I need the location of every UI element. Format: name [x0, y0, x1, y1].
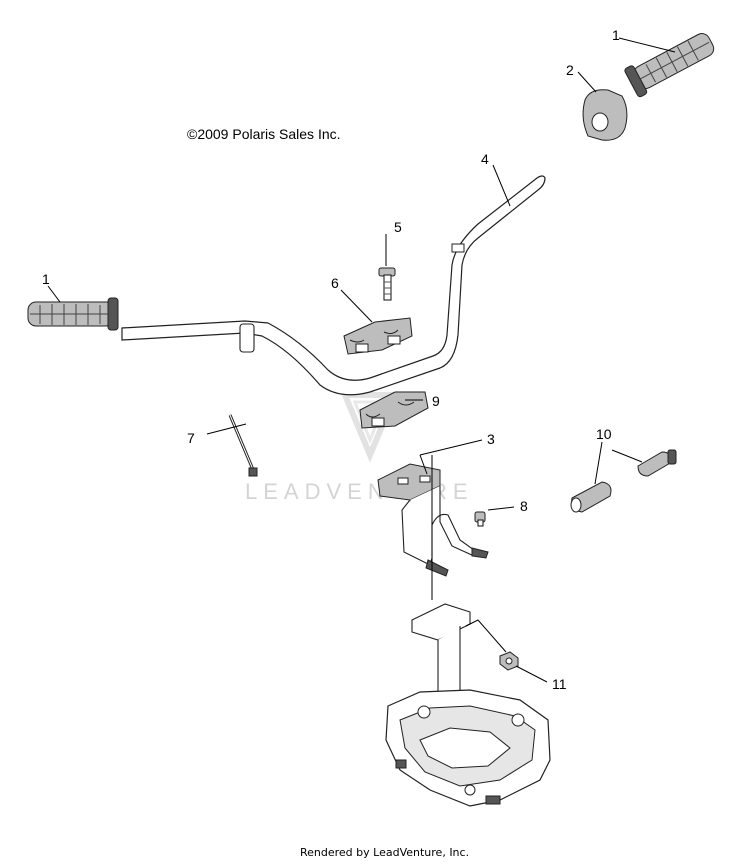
callout-5: 5	[394, 219, 402, 235]
callout-2: 2	[566, 62, 574, 78]
callout-11: 11	[552, 676, 567, 692]
callout-10: 10	[596, 426, 612, 442]
handlebar-mount-bracket-icon	[377, 463, 489, 577]
bolt-icon	[378, 267, 396, 301]
handlebar-tube-icon	[121, 175, 546, 396]
callout-7: 7	[187, 430, 195, 446]
handlebar-grip-right-icon	[624, 33, 715, 98]
leader-lines	[47, 37, 676, 683]
callout-3: 3	[487, 431, 495, 447]
throttle-sleeve-icon	[570, 449, 677, 513]
callout-1-left: 1	[42, 271, 50, 287]
handlebar-grip-left-icon	[27, 297, 119, 331]
lower-clamp-icon	[359, 391, 429, 429]
cable-tie-icon	[228, 414, 258, 477]
copyright-text: ©2009 Polaris Sales Inc.	[187, 126, 341, 142]
callout-labels: 1 2 4 5 1 6 9 7 3 10 8 11	[42, 27, 620, 692]
screw-icon	[474, 511, 486, 527]
grip-end-cap-icon	[582, 89, 628, 141]
callout-4: 4	[481, 151, 489, 167]
upper-clamp-icon	[343, 317, 413, 355]
steering-post-frame-icon	[385, 603, 551, 807]
callout-8: 8	[520, 498, 528, 514]
callout-9: 9	[432, 393, 440, 409]
callout-1-top: 1	[612, 27, 620, 43]
footer-credit: Rendered by LeadVenture, Inc.	[300, 846, 469, 859]
nut-icon	[499, 651, 519, 671]
callout-6: 6	[331, 275, 339, 291]
